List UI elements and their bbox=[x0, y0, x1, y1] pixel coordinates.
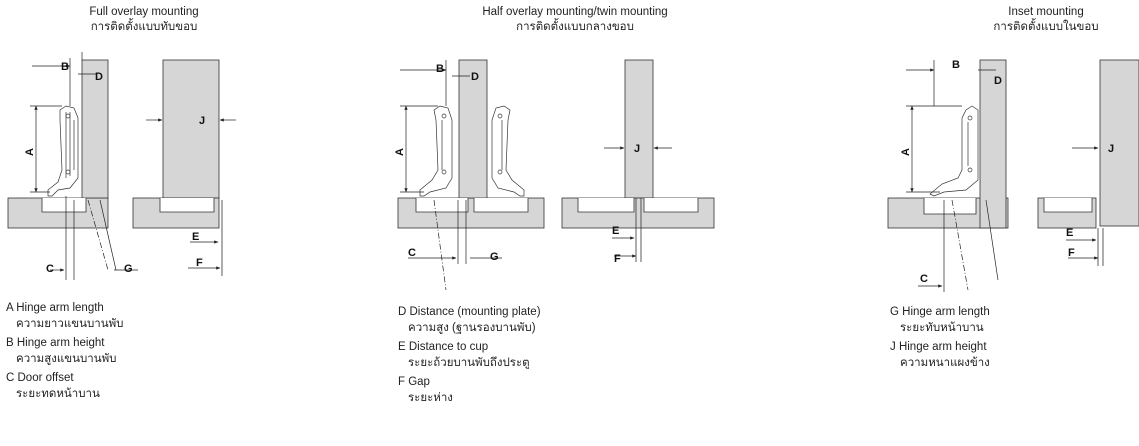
legend-item-j-en: J Hinge arm height bbox=[890, 341, 987, 353]
inset-label-f: F bbox=[1068, 247, 1075, 259]
legend-item-c-en: C Door offset bbox=[6, 372, 74, 384]
inset-label-b: B bbox=[952, 59, 960, 71]
title-inset: Inset mounting การติดตั้งแบบในขอบ bbox=[976, 5, 1116, 35]
legend-item-a: A Hinge arm length ความยาวแขนบานพับ bbox=[6, 300, 123, 332]
full-door bbox=[81, 59, 109, 199]
half-label-d: D bbox=[471, 71, 479, 83]
full-label-b: B bbox=[61, 61, 69, 73]
title-half-overlay-en: Half overlay mounting/twin mounting bbox=[482, 6, 668, 18]
full-side-panel bbox=[162, 59, 220, 199]
legend-item-f-en: F Gap bbox=[398, 376, 430, 388]
half-label-f: F bbox=[614, 253, 621, 265]
legend-item-c: C Door offset ระยะทดหน้าบาน bbox=[6, 370, 123, 402]
title-inset-en: Inset mounting bbox=[1008, 6, 1084, 18]
legend-item-j: J Hinge arm height ความหนาแผงข้าง bbox=[890, 339, 990, 371]
half-label-c: C bbox=[408, 247, 416, 259]
legend-item-d-th: ความสูง (ฐานรองบานพับ) bbox=[408, 322, 536, 334]
half-label-g: G bbox=[490, 251, 499, 263]
legend-right: G Hinge arm length ระยะทับหน้าบาน J Hing… bbox=[890, 304, 990, 371]
legend-item-c-th: ระยะทดหน้าบาน bbox=[16, 388, 100, 400]
full-hinge-arm bbox=[47, 105, 79, 197]
inset-diagram bbox=[887, 59, 1139, 292]
half-label-j: J bbox=[634, 143, 640, 155]
legend-item-d: D Distance (mounting plate) ความสูง (ฐาน… bbox=[398, 304, 541, 336]
half-hinge-arm-left bbox=[419, 105, 453, 197]
title-full-overlay-th: การติดตั้งแบบทับขอบ bbox=[90, 21, 198, 33]
half-label-e: E bbox=[612, 225, 619, 237]
full-label-c: C bbox=[46, 263, 54, 275]
legend-item-e: E Distance to cup ระยะถ้วยบานพับถึงประตู bbox=[398, 339, 541, 371]
legend-item-e-en: E Distance to cup bbox=[398, 341, 489, 353]
legend-item-f-th: ระยะห่าง bbox=[408, 392, 453, 404]
legend-item-g-th: ระยะทับหน้าบาน bbox=[900, 322, 984, 334]
inset-hinge-arm bbox=[929, 105, 979, 197]
inset-label-a: A bbox=[900, 148, 912, 156]
legend-item-j-th: ความหนาแผงข้าง bbox=[900, 357, 990, 369]
legend-item-g: G Hinge arm length ระยะทับหน้าบาน bbox=[890, 304, 990, 336]
title-full-overlay-en: Full overlay mounting bbox=[89, 6, 199, 18]
title-full-overlay: Full overlay mounting การติดตั้งแบบทับขอ… bbox=[64, 5, 224, 35]
legend-left: A Hinge arm length ความยาวแขนบานพับ B Hi… bbox=[6, 300, 123, 402]
inset-label-j: J bbox=[1108, 143, 1114, 155]
legend-item-a-en: A Hinge arm length bbox=[6, 302, 104, 314]
legend-item-b-th: ความสูงแขนบานพับ bbox=[16, 353, 117, 365]
inset-label-e: E bbox=[1066, 227, 1073, 239]
legend-item-f: F Gap ระยะห่าง bbox=[398, 374, 541, 406]
full-label-f: F bbox=[196, 257, 203, 269]
full-label-g: G bbox=[124, 263, 133, 275]
half-center-panel bbox=[458, 59, 488, 199]
title-half-overlay-th: การติดตั้งแบบกลางขอบ bbox=[516, 21, 634, 33]
legend-item-a-th: ความยาวแขนบานพับ bbox=[16, 318, 124, 330]
legend-item-b: B Hinge arm height ความสูงแขนบานพับ bbox=[6, 335, 123, 367]
inset-cabinet-side bbox=[979, 59, 1007, 229]
legend-item-g-en: G Hinge arm length bbox=[890, 306, 990, 318]
inset-label-c: C bbox=[920, 273, 928, 285]
half-label-b: B bbox=[436, 63, 444, 75]
half-side-panel bbox=[624, 59, 654, 199]
inset-label-d: D bbox=[994, 75, 1002, 87]
legend-item-b-en: B Hinge arm height bbox=[6, 337, 105, 349]
full-label-j: J bbox=[199, 115, 205, 127]
half-label-a: A bbox=[394, 148, 406, 156]
legend-item-d-en: D Distance (mounting plate) bbox=[398, 306, 541, 318]
legend-item-e-th: ระยะถ้วยบานพับถึงประตู bbox=[408, 357, 530, 369]
full-label-a: A bbox=[24, 148, 36, 156]
title-inset-th: การติดตั้งแบบในขอบ bbox=[993, 21, 1099, 33]
full-label-d: D bbox=[95, 71, 103, 83]
full-label-e: E bbox=[192, 231, 199, 243]
half-hinge-arm-right bbox=[491, 105, 525, 197]
legend-middle: D Distance (mounting plate) ความสูง (ฐาน… bbox=[398, 304, 541, 406]
title-half-overlay: Half overlay mounting/twin mounting การต… bbox=[470, 5, 680, 35]
inset-side-panel bbox=[1099, 59, 1139, 227]
half-overlay-diagram bbox=[397, 59, 715, 291]
full-overlay-diagram bbox=[7, 52, 236, 280]
